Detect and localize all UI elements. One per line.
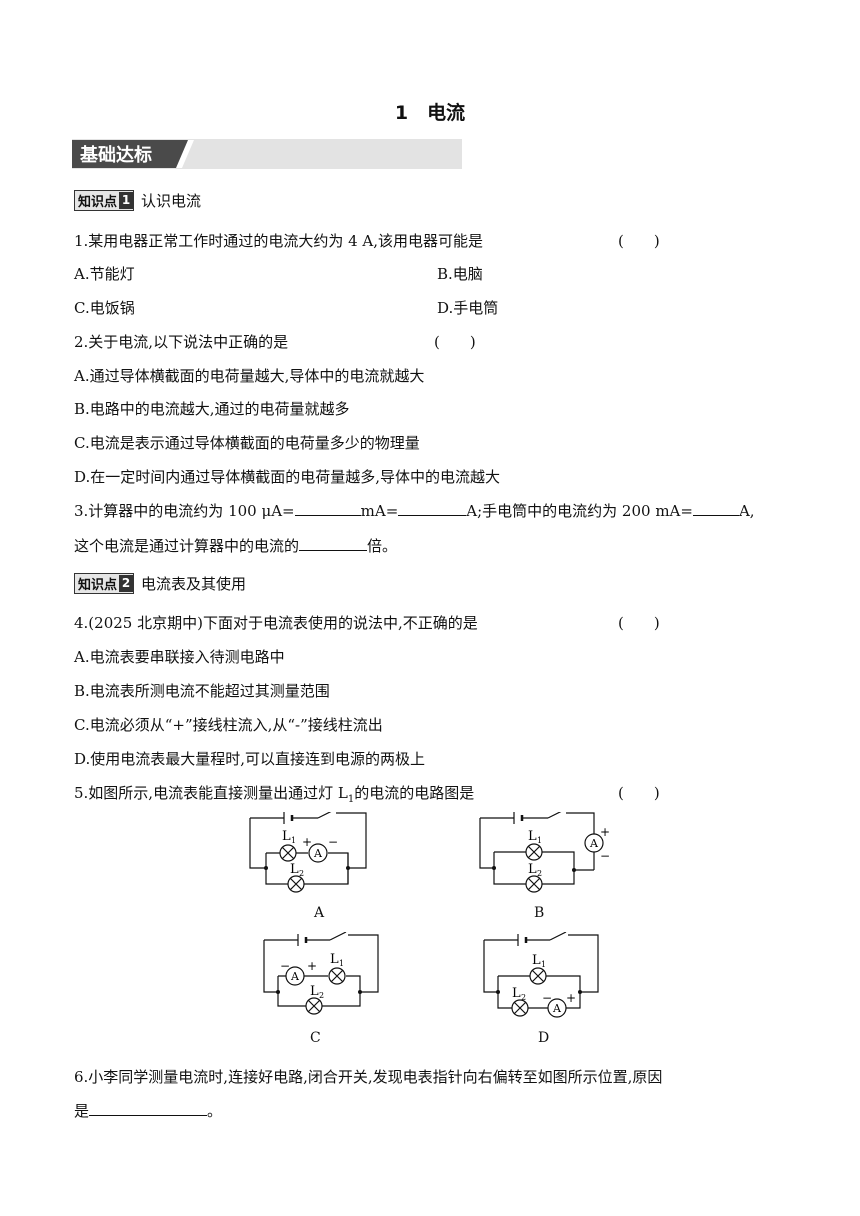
lamp-subscript: 1 <box>291 836 296 845</box>
tag-number: 2 <box>119 574 134 592</box>
lamp-label: L <box>282 829 291 844</box>
section-title: 电流表及其使用 <box>141 574 247 593</box>
option: B.电脑 <box>437 265 483 283</box>
question-2-stem: 2.关于电流,以下说法中正确的是 <box>74 333 289 351</box>
option: D.在一定时间内通过导体横截面的电荷量越多,导体中的电流越大 <box>74 468 501 486</box>
text: 这个电流是通过计算器中的电流的 <box>74 537 300 555</box>
minus-sign: − <box>600 849 610 863</box>
option: C.电饭锅 <box>74 299 135 317</box>
question-5-stem: 5.如图所示,电流表能直接测量出通过灯 L1的电流的电路图是 <box>74 782 474 805</box>
text: A, <box>738 502 755 520</box>
lamp-label: L <box>290 862 299 877</box>
figure-caption: C <box>310 1030 321 1046</box>
text: 3.计算器中的电流约为 100 μA= <box>74 502 295 520</box>
question-3-line-2: 这个电流是通过计算器中的电流的 倍。 <box>74 535 397 556</box>
figure-caption: D <box>538 1030 550 1046</box>
option: A.节能灯 <box>74 265 135 283</box>
text: 5.如图所示,电流表能直接测量出通过灯 L <box>74 784 348 802</box>
answer-bracket: ( ) <box>434 333 476 351</box>
option: C.电流必须从“+”接线柱流入,从“-”接线柱流出 <box>74 716 383 734</box>
fill-blank[interactable] <box>294 501 361 516</box>
plus-sign: + <box>307 959 317 973</box>
minus-sign: − <box>542 991 552 1005</box>
question-3-line-1: 3.计算器中的电流约为 100 μA= mA= A;手电筒中的电流约为 200 mA… <box>74 500 755 521</box>
ammeter-label: A <box>589 837 599 850</box>
lamp-subscript: 2 <box>299 869 304 878</box>
figure-caption: B <box>534 905 545 921</box>
banner-text: 基础达标 <box>79 144 152 166</box>
question-6-line-2: 是。 <box>74 1100 222 1121</box>
circuit-diagram-c: A + − L 1 L 2 <box>263 932 379 1015</box>
lamp-label: L <box>532 953 541 968</box>
text: 。 <box>207 1102 223 1120</box>
ammeter-label: A <box>290 970 300 983</box>
lamp-label: L <box>512 986 521 1001</box>
ammeter-label: A <box>313 847 323 860</box>
fill-blank[interactable] <box>89 1101 208 1116</box>
tag-number: 1 <box>119 191 134 209</box>
fill-blank[interactable] <box>398 501 467 516</box>
lamp-label: L <box>528 829 537 844</box>
section-1-header: 知识点 1 认识电流 <box>74 188 201 212</box>
text: mA= <box>360 502 399 520</box>
lamp-subscript: 1 <box>339 959 344 968</box>
option: D.手电筒 <box>437 299 499 317</box>
question-6-line-1: 6.小李同学测量电流时,连接好电路,闭合开关,发现电表指针向右偏转至如图所示位置… <box>74 1068 663 1086</box>
lamp-label: L <box>310 984 319 999</box>
lamp-subscript: 2 <box>319 991 324 1000</box>
section-2-header: 知识点 2 电流表及其使用 <box>74 571 246 595</box>
subscript: 1 <box>347 794 355 805</box>
lamp-label: L <box>528 862 537 877</box>
knowledge-point-tag: 知识点 1 <box>74 189 135 211</box>
plus-sign: + <box>302 835 312 849</box>
fill-blank[interactable] <box>299 536 368 551</box>
minus-sign: − <box>328 835 338 849</box>
page-title: 1 电流 <box>394 102 466 124</box>
lamp-subscript: 2 <box>521 993 526 1002</box>
option: B.电路中的电流越大,通过的电荷量就越多 <box>74 400 350 418</box>
tag-label: 知识点 <box>78 194 118 210</box>
circuit-diagram-a: A + − L 1 L 2 <box>249 812 367 893</box>
ammeter-label: A <box>552 1002 562 1015</box>
answer-bracket: ( ) <box>618 232 660 250</box>
text: 的电流的电路图是 <box>354 784 475 802</box>
question-1-stem: 1.某用电器正常工作时通过的电流大约为 4 A,该用电器可能是 <box>74 232 483 250</box>
option: D.使用电流表最大量程时,可以直接连到电源的两极上 <box>74 750 426 768</box>
option: B.电流表所测电流不能超过其测量范围 <box>74 682 330 700</box>
lamp-label: L <box>330 952 339 967</box>
minus-sign: − <box>280 959 290 973</box>
figure-caption: A <box>314 905 325 921</box>
fill-blank[interactable] <box>692 501 739 516</box>
circuit-diagram-d: A + − L 1 L 2 <box>483 932 599 1018</box>
answer-bracket: ( ) <box>618 784 660 802</box>
plus-sign: + <box>566 991 576 1005</box>
option: A.电流表要串联接入待测电路中 <box>74 648 285 666</box>
section-title: 认识电流 <box>141 191 202 210</box>
knowledge-point-tag: 知识点 2 <box>74 572 135 594</box>
circuit-diagram-b: A + − L 1 L 2 <box>479 812 610 893</box>
lamp-subscript: 1 <box>541 960 546 969</box>
section-banner: 基础达标 <box>72 139 462 169</box>
text: 倍。 <box>367 537 398 555</box>
answer-bracket: ( ) <box>618 614 660 632</box>
option: C.电流是表示通过导体横截面的电荷量多少的物理量 <box>74 434 420 452</box>
plus-sign: + <box>600 825 610 839</box>
tag-label: 知识点 <box>78 577 118 593</box>
option: A.通过导体横截面的电荷量越大,导体中的电流就越大 <box>74 367 425 385</box>
text: A;手电筒中的电流约为 200 mA= <box>466 502 693 520</box>
lamp-subscript: 1 <box>537 836 542 845</box>
lamp-subscript: 2 <box>537 869 542 878</box>
question-4-stem: 4.(2025 北京期中)下面对于电流表使用的说法中,不正确的是 <box>74 614 478 632</box>
text: 是 <box>74 1102 90 1120</box>
